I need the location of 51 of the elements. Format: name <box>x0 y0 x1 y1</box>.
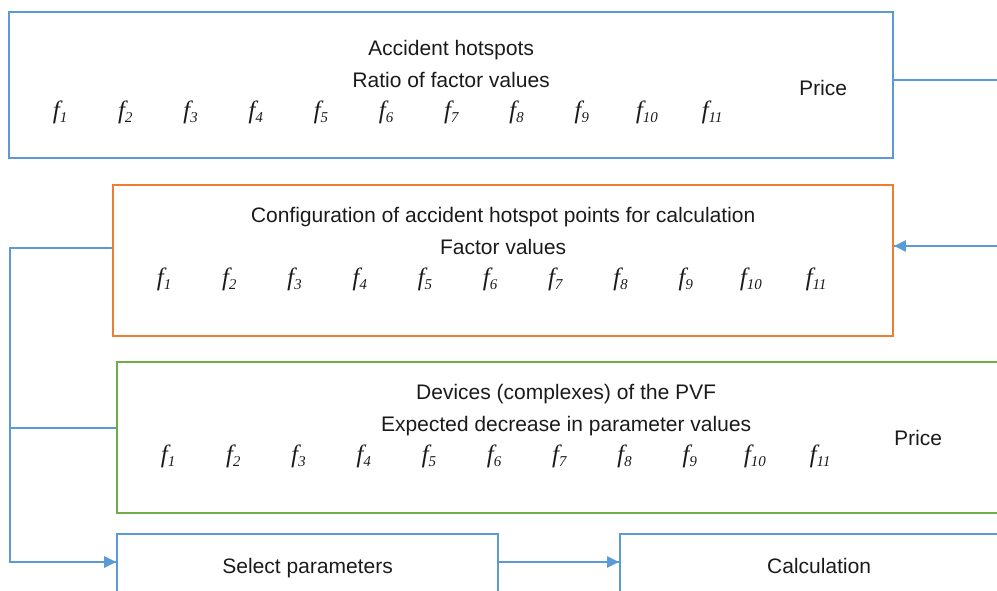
factor-symbol: f$_{2}$ <box>118 97 132 127</box>
factor-symbol: f$_{3}$ <box>287 264 302 294</box>
box-title: Accident hotspots <box>368 36 534 62</box>
factor-symbol: f$_{10}$ <box>740 264 762 294</box>
box-subtitle: Expected decrease in parameter values <box>380 412 752 438</box>
factor-symbol: f$_{11}$ <box>702 97 722 127</box>
factor-symbol: f$_{4}$ <box>352 264 367 294</box>
box-title: Calculation <box>767 554 871 580</box>
arrow <box>499 556 619 568</box>
connector-line <box>894 79 997 81</box>
factor-symbol: f$_{7}$ <box>548 264 562 294</box>
factor-symbol: f$_{1}$ <box>52 97 68 127</box>
factor-symbol: f$_{6}$ <box>378 97 394 127</box>
factor-symbol: f$_{8}$ <box>613 264 628 294</box>
factor-symbol: f$_{11}$ <box>806 264 826 294</box>
box-subtitle: Ratio of factor values <box>352 68 550 94</box>
price-label: Price <box>799 77 847 101</box>
process-box <box>8 11 894 159</box>
factor-symbol: f$_{2}$ <box>226 441 240 471</box>
factor-symbol: f$_{1}$ <box>156 264 172 294</box>
factor-symbol: f$_{4}$ <box>248 97 263 127</box>
factor-symbol: f$_{6}$ <box>486 441 502 471</box>
factor-symbol: f$_{5}$ <box>422 441 436 471</box>
arrow <box>9 427 116 568</box>
process-box <box>116 533 499 591</box>
factor-symbol: f$_{5}$ <box>418 264 432 294</box>
box-subtitle: Factor values <box>440 235 566 261</box>
factor-symbol: f$_{7}$ <box>444 97 458 127</box>
factor-symbol: f$_{11}$ <box>810 441 830 471</box>
arrow <box>894 240 997 252</box>
price-label: Price <box>894 427 942 451</box>
factor-symbol: f$_{4}$ <box>356 441 371 471</box>
factor-symbol: f$_{10}$ <box>636 97 658 127</box>
factor-symbol: f$_{3}$ <box>291 441 306 471</box>
factor-symbol: f$_{10}$ <box>744 441 766 471</box>
process-box <box>112 184 894 337</box>
box-title: Configuration of accident hotspot points for calculation <box>250 203 756 229</box>
process-box <box>116 361 997 514</box>
factor-symbol: f$_{9}$ <box>682 441 697 471</box>
box-title: Devices (complexes) of the PVF <box>416 380 716 406</box>
factor-symbol: f$_{1}$ <box>160 441 176 471</box>
factor-symbol: f$_{8}$ <box>509 97 524 127</box>
factor-symbol: f$_{2}$ <box>222 264 236 294</box>
factor-symbol: f$_{5}$ <box>314 97 328 127</box>
factor-symbol: f$_{3}$ <box>183 97 198 127</box>
factor-symbol: f$_{7}$ <box>552 441 566 471</box>
factor-symbol: f$_{9}$ <box>574 97 589 127</box>
factor-symbol: f$_{6}$ <box>482 264 498 294</box>
box-title: Select parameters <box>222 554 393 580</box>
factor-symbol: f$_{9}$ <box>678 264 693 294</box>
factor-symbol: f$_{8}$ <box>617 441 632 471</box>
